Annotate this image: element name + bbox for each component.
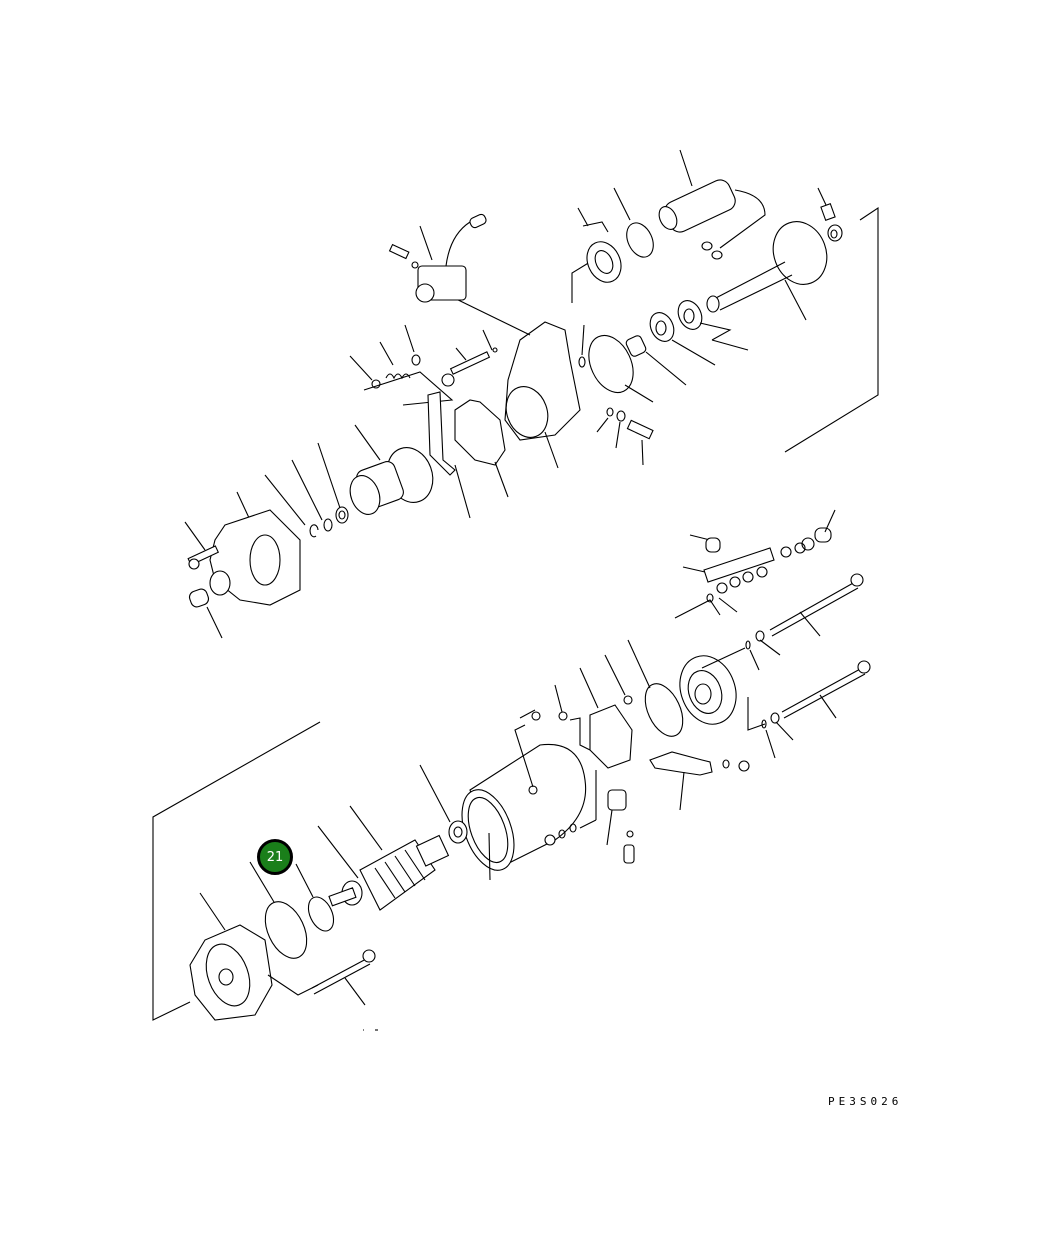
front-housing-part	[185, 492, 300, 638]
armature-part	[318, 806, 448, 910]
spring-ball-set	[350, 325, 452, 405]
yoke-part	[452, 710, 586, 880]
brush-holder-part	[555, 655, 632, 768]
rear-bracket-part	[190, 893, 272, 1020]
clutch-assembly-part	[345, 425, 440, 519]
terminal-part	[818, 188, 842, 241]
shift-lever-part	[428, 392, 470, 518]
armature-bearing	[420, 765, 467, 843]
snap-rings	[265, 443, 348, 537]
rear-cover-part	[671, 648, 746, 732]
upper-bracket-lines	[572, 208, 878, 452]
through-bolts	[746, 574, 870, 758]
o-rings-21	[250, 862, 339, 965]
solenoid-part	[656, 150, 765, 259]
terminal-plate-set	[675, 510, 835, 618]
housing-bolt	[442, 330, 497, 386]
o-ring-upper	[614, 188, 658, 261]
housing-small-parts	[579, 325, 653, 465]
bearing-set	[625, 297, 748, 385]
plunger-cap-part	[578, 208, 627, 288]
magnetic-switch-part	[390, 213, 488, 302]
callout-21-label: 21	[266, 849, 284, 865]
drawing-code-label: PE3S026	[828, 1095, 903, 1108]
o-ring-middle	[628, 640, 690, 742]
o-ring-large-upper	[580, 328, 653, 402]
brush-lead-parts	[580, 752, 749, 863]
lower-bracket-lines	[153, 722, 320, 1020]
gear-housing-part	[450, 296, 580, 468]
pinion-shaft-part	[707, 214, 835, 320]
gasket-part	[455, 400, 508, 497]
callout-21-button[interactable]: 21	[257, 839, 293, 875]
through-bolt-lower	[268, 950, 375, 1005]
